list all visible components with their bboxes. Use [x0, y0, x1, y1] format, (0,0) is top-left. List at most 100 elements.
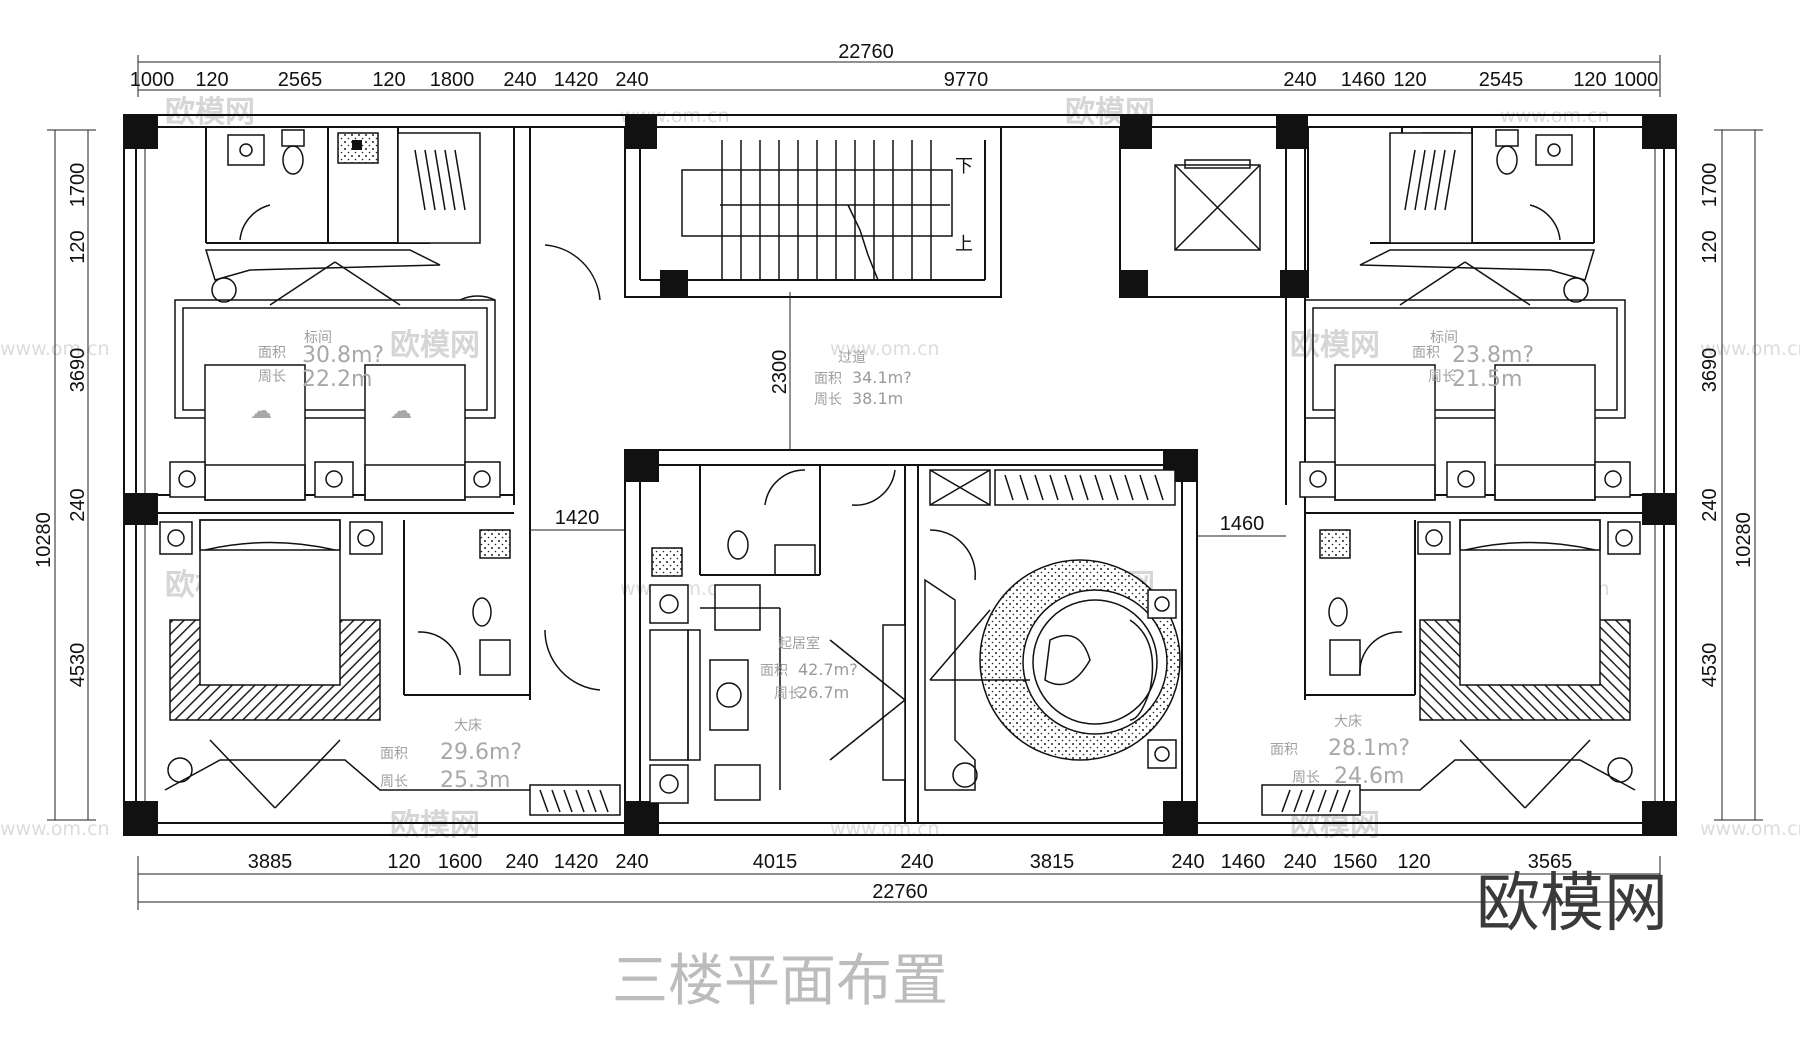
- dimension-label: 3885: [248, 851, 293, 873]
- room-perimeter: 38.1m: [852, 389, 903, 408]
- dimension-text-left: 1700 120 3690 240 4530 10280: [33, 163, 89, 688]
- dimension-label: 120: [1393, 69, 1426, 91]
- dimension-label: 1560: [1333, 851, 1378, 873]
- dimension-label: 1800: [430, 69, 475, 91]
- room-area: 29.6m?: [440, 740, 522, 765]
- dimension-label: 240: [1171, 851, 1204, 873]
- room-area: 23.8m?: [1452, 343, 1534, 368]
- left-standard-room: ☁ ☁: [169, 129, 601, 501]
- room-area-label: 面积: [380, 746, 408, 762]
- dimension-label: 3815: [1030, 851, 1075, 873]
- room-name: 起居室: [778, 635, 820, 652]
- stair-down-label: 下: [955, 156, 973, 177]
- dimension-label: 3690: [1699, 348, 1721, 393]
- brand-logo-text: 欧模网: [1476, 867, 1668, 941]
- dimension-bottom-total: 22760: [872, 881, 928, 903]
- watermark-url: www.om.cn: [1700, 338, 1800, 360]
- watermark-url: www.om.cn: [0, 818, 110, 840]
- room-area: 28.1m?: [1328, 736, 1410, 761]
- room-area-label: 面积: [814, 371, 842, 387]
- dimension-label: 1000: [1614, 69, 1659, 91]
- stair-up-label: 上: [955, 234, 973, 255]
- dimension-text-right: 1700 120 3690 240 4530 10280: [1699, 163, 1755, 688]
- room-perimeter-label: 周长: [814, 392, 842, 408]
- watermark-text: 欧模网: [1290, 328, 1380, 363]
- watermark-text: 欧模网: [390, 328, 480, 363]
- room-labels: 标间 面积 30.8m? 周长 22.2m 过道 面积 34.1m? 周长 38…: [258, 330, 1534, 793]
- room-name: 标间: [304, 330, 332, 346]
- room-area: 42.7m?: [798, 660, 858, 679]
- drawing-title: 三楼平面布置: [612, 949, 948, 1014]
- round-bed-room: [924, 469, 1181, 791]
- watermark-url: www.om.cn: [830, 338, 940, 360]
- svg-text:☁: ☁: [250, 399, 272, 424]
- dimension-label: 4530: [1699, 643, 1721, 688]
- room-name: 大床: [454, 718, 482, 734]
- dimension-label: 240: [1699, 488, 1721, 521]
- dimension-left-total: 10280: [33, 512, 55, 568]
- right-standard-room: [1261, 129, 1641, 816]
- dimension-right-total: 10280: [1733, 512, 1755, 568]
- watermark-text: 欧模网: [165, 95, 255, 130]
- room-perimeter: 22.2m: [302, 367, 372, 392]
- dimension-label: 120: [372, 69, 405, 91]
- staircase: 下 上: [681, 140, 973, 281]
- room-name: 过道: [838, 350, 866, 366]
- dimension-label: 240: [900, 851, 933, 873]
- dimension-label: 240: [67, 488, 89, 521]
- watermark-text: 欧模网: [390, 808, 480, 843]
- living-room: [649, 469, 906, 804]
- room-area: 30.8m?: [302, 343, 384, 368]
- dimension-label: 1460: [1220, 513, 1265, 535]
- svg-text:☁: ☁: [390, 399, 412, 424]
- dimension-text-top: 22760 1000 120 2565 120 1800 240 1420 24…: [130, 41, 1659, 91]
- dimension-label: 120: [1397, 851, 1430, 873]
- watermark-url: www.om.cn: [830, 818, 940, 840]
- room-perimeter-label: 周长: [380, 774, 408, 790]
- dimension-label: 1000: [130, 69, 175, 91]
- dimension-label: 1460: [1341, 69, 1386, 91]
- room-area-label: 面积: [760, 663, 788, 679]
- room-perimeter: 26.7m: [798, 683, 849, 702]
- dimension-label: 1700: [1699, 163, 1721, 208]
- dimension-label: 3565: [1528, 851, 1573, 873]
- room-name: 标间: [1430, 330, 1458, 346]
- room-area-label: 面积: [258, 345, 286, 361]
- dimension-label: 1700: [67, 163, 89, 208]
- dimension-label: 240: [505, 851, 538, 873]
- left-master-room: [159, 519, 621, 816]
- dimension-label: 240: [1283, 69, 1316, 91]
- dimension-label: 240: [615, 69, 648, 91]
- dimension-label: 1600: [438, 851, 483, 873]
- dimension-label: 240: [503, 69, 536, 91]
- room-perimeter: 21.5m: [1452, 367, 1522, 392]
- dimension-text-bottom: 3885 120 1600 240 1420 240 4015 240 3815…: [248, 851, 1573, 903]
- dimension-label: 1420: [554, 851, 599, 873]
- dimension-label: 3690: [67, 348, 89, 393]
- dimension-label: 2300: [769, 350, 791, 395]
- dimension-label: 4015: [753, 851, 798, 873]
- dimension-label: 120: [195, 69, 228, 91]
- room-area-label: 面积: [1270, 742, 1298, 758]
- dimension-label: 120: [387, 851, 420, 873]
- dimension-label: 4530: [67, 643, 89, 688]
- dimension-label: 9770: [944, 69, 989, 91]
- room-perimeter-label: 周长: [1292, 770, 1320, 786]
- dimension-label: 1420: [555, 507, 600, 529]
- room-perimeter: 25.3m: [440, 768, 510, 793]
- inner-dimensions: 2300 1420 1460: [530, 292, 1286, 537]
- dimension-lines: [47, 55, 1763, 910]
- dimension-label: 120: [1699, 230, 1721, 263]
- room-area: 34.1m?: [852, 368, 912, 387]
- dimension-label: 2545: [1479, 69, 1524, 91]
- dimension-label: 240: [615, 851, 648, 873]
- room-perimeter-label: 周长: [258, 369, 286, 385]
- room-perimeter-label: 周长: [774, 686, 802, 702]
- dimension-label: 120: [67, 230, 89, 263]
- dimension-top-total: 22760: [838, 41, 894, 63]
- dimension-label: 2565: [278, 69, 323, 91]
- room-area-label: 面积: [1412, 345, 1440, 361]
- structural-columns: [124, 115, 1676, 835]
- dimension-label: 120: [1573, 69, 1606, 91]
- dimension-label: 1460: [1221, 851, 1266, 873]
